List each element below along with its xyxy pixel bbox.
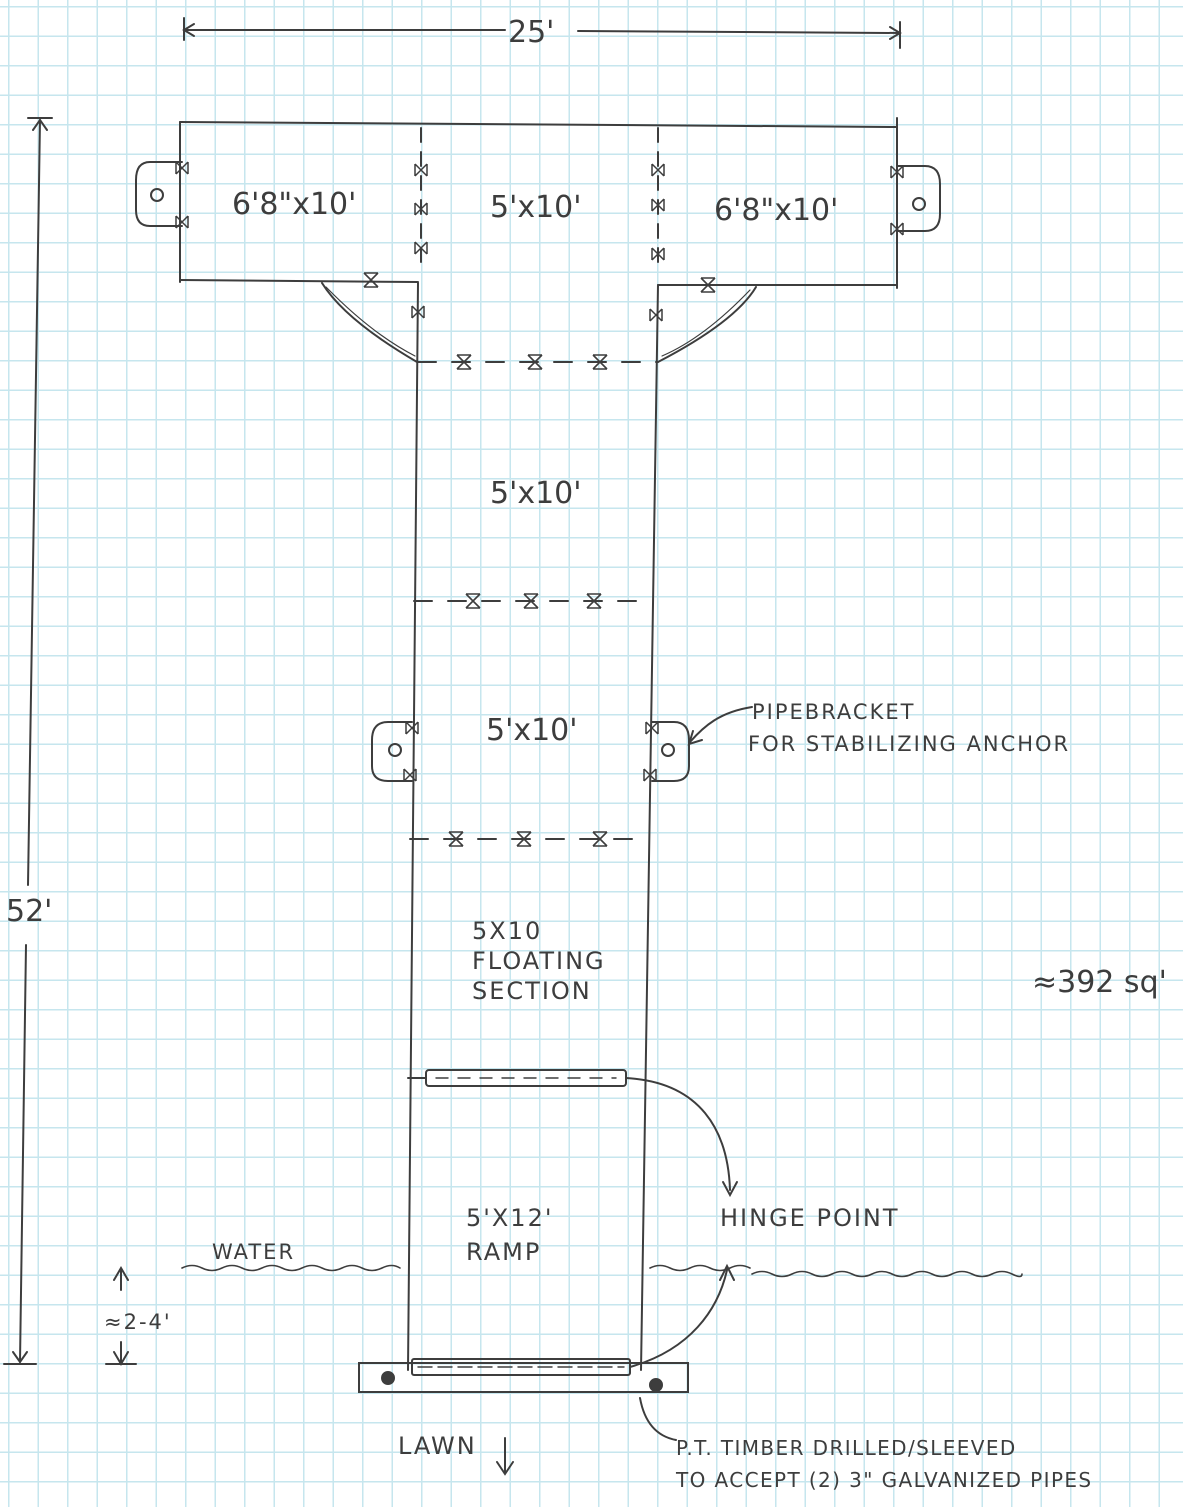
floating-section-label-line-1: 5X10 (472, 917, 543, 945)
ramp-label-line-1: 5'X12' (466, 1204, 554, 1232)
timber-label-line-1: P.T. TIMBER DRILLED/SLEEVED (676, 1436, 1017, 1460)
section-middle-1-label: 5'x10' (490, 476, 582, 511)
floating-section-label: 5X10 FLOATING SECTION (472, 916, 606, 1006)
corner-gusset-right (657, 286, 757, 363)
pt-timber (358, 1263, 735, 1441)
hinge-pipe (407, 1069, 738, 1198)
corner-gusset-left (321, 282, 418, 363)
floating-section-label-line-2: FLOATING (472, 947, 606, 975)
timber-label: P.T. TIMBER DRILLED/SLEEVED TO ACCEPT (2… (676, 1432, 1093, 1496)
water-depth-dimension (105, 1266, 137, 1366)
lawn-label: LAWN (398, 1432, 477, 1460)
water-depth-label: ≈2-4' (104, 1310, 172, 1334)
pipe-bracket-top-left (135, 161, 183, 227)
section-top-right-label: 6'8"x10' (714, 193, 839, 228)
section-top-left-label: 6'8"x10' (232, 187, 357, 222)
section-top-center-label: 5'x10' (490, 190, 582, 225)
timber-bolt-left (381, 1371, 395, 1385)
width-dimension-line (182, 17, 902, 49)
width-label: 25' (508, 15, 555, 50)
water-line-left (181, 1264, 401, 1272)
top-platform-outline (179, 117, 898, 289)
floating-section-label-line-3: SECTION (472, 977, 592, 1005)
water-label: WATER (212, 1240, 296, 1264)
hinge-point-label: HINGE POINT (720, 1204, 900, 1232)
length-label: 52' (6, 894, 53, 929)
ramp-label-line-2: RAMP (466, 1238, 542, 1266)
area-label: ≈392 sq' (1032, 965, 1167, 1000)
timber-label-line-2: TO ACCEPT (2) 3" GALVANIZED PIPES (676, 1468, 1093, 1492)
pipe-bracket-label-line-1: PIPEBRACKET (752, 700, 916, 724)
section-middle-2-label: 5'x10' (486, 713, 578, 748)
water-line-right (649, 1264, 1023, 1278)
pipe-bracket-top-right (896, 165, 941, 232)
bracket-leader-arrow (687, 706, 753, 746)
pipe-bracket-mid-right (651, 721, 690, 782)
pipe-bracket-label: PIPEBRACKET FOR STABILIZING ANCHOR (748, 696, 1070, 760)
lawn-arrow (496, 1437, 514, 1476)
edge-connectors (175, 161, 904, 782)
walkway-outline (407, 282, 659, 1371)
pipe-bracket-label-line-2: FOR STABILIZING ANCHOR (748, 732, 1071, 756)
pipe-bracket-mid-left (371, 721, 413, 782)
length-dimension-line (3, 117, 53, 1365)
timber-bolt-right (649, 1378, 663, 1392)
ramp-label: 5'X12' RAMP (466, 1201, 553, 1269)
